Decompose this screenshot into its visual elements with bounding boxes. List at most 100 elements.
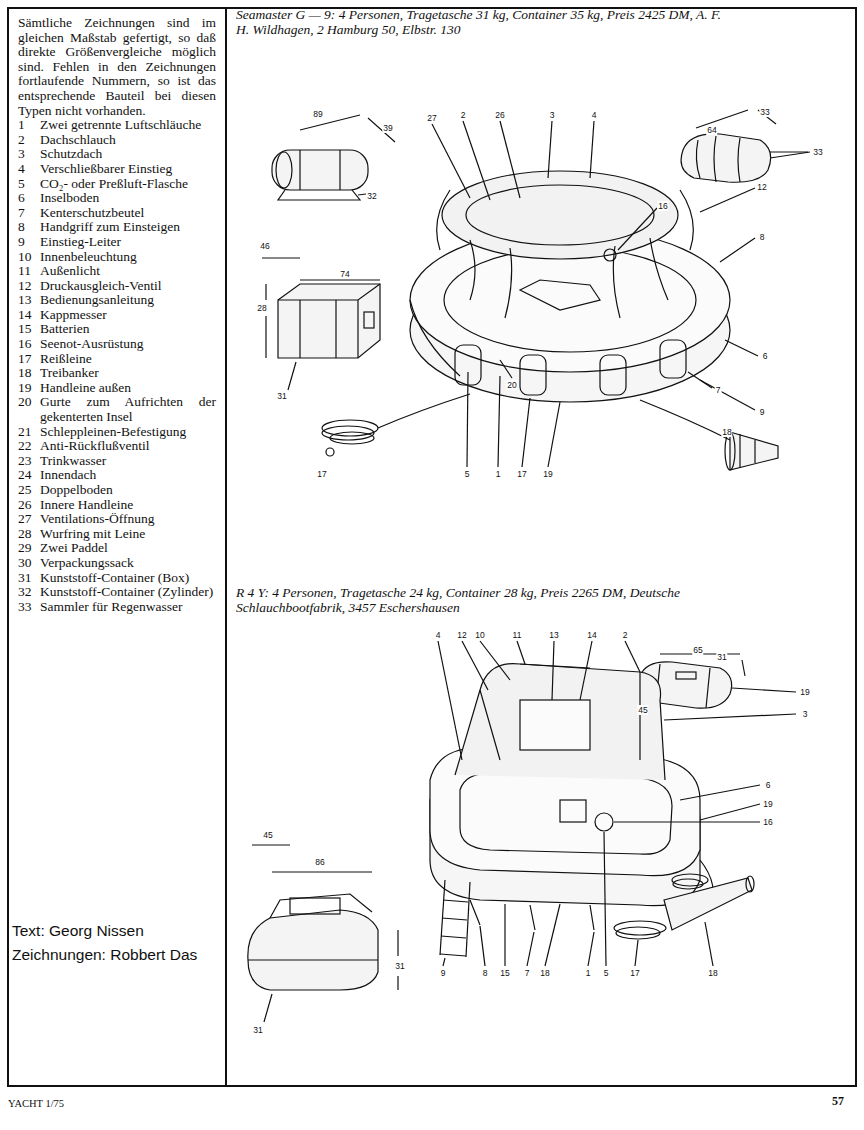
item-number: 32 — [18, 585, 40, 600]
item-text: Kenterschutzbeutel — [40, 206, 216, 221]
legend-item: 33Sammler für Regenwasser — [18, 600, 216, 615]
callout-number: 4 — [435, 630, 442, 640]
item-number: 3 — [18, 147, 40, 162]
callout-number: 4 — [591, 110, 598, 120]
callout-number: 28 — [256, 303, 267, 313]
caption: Seamaster G — 9: 4 Personen, Tragetasche… — [236, 8, 736, 37]
callout-number: 15 — [499, 968, 510, 978]
legend-item: 1Zwei getrennte Luftschläuche — [18, 118, 216, 133]
callout-number: 19 — [799, 687, 810, 697]
item-number: 16 — [18, 337, 40, 352]
callout-number: 20 — [506, 380, 517, 390]
legend-item: 6Inselboden — [18, 191, 216, 206]
item-text: Anti-Rückflußventil — [40, 439, 216, 454]
callout-number: 8 — [482, 968, 489, 978]
item-number: 17 — [18, 352, 40, 367]
item-text: Schutzdach — [40, 147, 216, 162]
valise-bag — [639, 662, 797, 708]
callout-number: 86 — [314, 857, 325, 867]
callout-number: 32 — [366, 191, 377, 201]
item-number: 14 — [18, 308, 40, 323]
valise-bag — [681, 134, 808, 182]
item-text: CO₂- oder Preßluft-Flasche — [40, 177, 216, 192]
item-text: Reißleine — [40, 352, 216, 367]
item-text: Treibanker — [40, 366, 216, 381]
item-text: Wurfring mit Leine — [40, 527, 216, 542]
item-number: 12 — [18, 279, 40, 294]
callout-number: 16 — [762, 817, 773, 827]
box-container — [278, 284, 380, 358]
legend-item: 22Anti-Rückflußventil — [18, 439, 216, 454]
callout-number: 11 — [512, 630, 523, 640]
item-text: Innenbeleuchtung — [40, 250, 216, 265]
item-number: 30 — [18, 556, 40, 571]
column-rule — [225, 8, 227, 1086]
item-number: 15 — [18, 322, 40, 337]
item-text: Zwei Paddel — [40, 541, 216, 556]
item-number: 8 — [18, 220, 40, 235]
item-number: 13 — [18, 293, 40, 308]
callout-number: 64 — [706, 125, 717, 135]
item-number: 21 — [18, 425, 40, 440]
callout-number: 33 — [812, 147, 823, 157]
item-text: Kunststoff-Container (Zylinder) — [40, 585, 216, 600]
item-text: Verschließbarer Einstieg — [40, 162, 216, 177]
item-text: Außenlicht — [40, 264, 216, 279]
legend-item: 25Doppelboden — [18, 483, 216, 498]
callout-number: 26 — [494, 110, 505, 120]
callout-number: 7 — [524, 968, 531, 978]
item-number: 19 — [18, 381, 40, 396]
item-number: 6 — [18, 191, 40, 206]
legend-item: 4Verschließbarer Einstieg — [18, 162, 216, 177]
item-text: Handgriff zum Einsteigen — [40, 220, 216, 235]
item-number: 18 — [18, 366, 40, 381]
dimension-line — [742, 660, 745, 676]
item-text: Zwei getrennte Luftschläuche — [40, 118, 216, 133]
item-text: Druckausgleich-Ventil — [40, 279, 216, 294]
raft-drawing — [430, 664, 700, 930]
legend-item: 31Kunststoff-Container (Box) — [18, 571, 216, 586]
callout-number: 17 — [516, 469, 527, 479]
item-number: 9 — [18, 235, 40, 250]
box-container — [248, 894, 378, 990]
legend-item: 13Bedienungsanleitung — [18, 293, 216, 308]
leader-line — [358, 194, 366, 195]
callout-number: 89 — [312, 109, 323, 119]
legend-item: 14Kappmesser — [18, 308, 216, 323]
item-number: 33 — [18, 600, 40, 615]
callout-number: 39 — [382, 123, 393, 133]
item-text: Dachschlauch — [40, 133, 216, 148]
callout-number: 33 — [759, 107, 770, 117]
callout-number: 2 — [622, 630, 629, 640]
callout-number: 2 — [460, 110, 467, 120]
callout-number: 46 — [259, 241, 270, 251]
legend-item: 28Wurfring mit Leine — [18, 527, 216, 542]
callout-number: 9 — [440, 968, 447, 978]
callout-number: 31 — [394, 961, 405, 971]
dimension-line — [272, 871, 372, 872]
legend-item: 26Innere Handleine — [18, 498, 216, 513]
callout-number: 12 — [456, 630, 467, 640]
item-text: Kunststoff-Container (Box) — [40, 571, 216, 586]
item-text: Ventilations-Öffnung — [40, 512, 216, 527]
callout-number: 1 — [585, 968, 592, 978]
legend-item: 2Dachschlauch — [18, 133, 216, 148]
callout-number: 5 — [464, 469, 471, 479]
callout-number: 19 — [762, 799, 773, 809]
item-text: Inselboden — [40, 191, 216, 206]
callout-number: 74 — [339, 269, 350, 279]
legend-item: 18Treibanker — [18, 366, 216, 381]
item-text: Kappmesser — [40, 308, 216, 323]
item-number: 5 — [18, 177, 40, 192]
dimension-line — [252, 844, 290, 845]
callout-number: 3 — [802, 709, 809, 719]
dimension-line — [300, 115, 360, 130]
callout-number: 16 — [657, 201, 668, 211]
legend-item: 17Reißleine — [18, 352, 216, 367]
item-text: Einstieg-Leiter — [40, 235, 216, 250]
callout-number: 6 — [762, 351, 769, 361]
callout-number: 7 — [715, 385, 722, 395]
page-number: 57 — [832, 1094, 844, 1109]
caption: R 4 Y: 4 Personen, Tragetasche 24 kg, Co… — [236, 586, 736, 615]
callout-number: 12 — [756, 182, 767, 192]
